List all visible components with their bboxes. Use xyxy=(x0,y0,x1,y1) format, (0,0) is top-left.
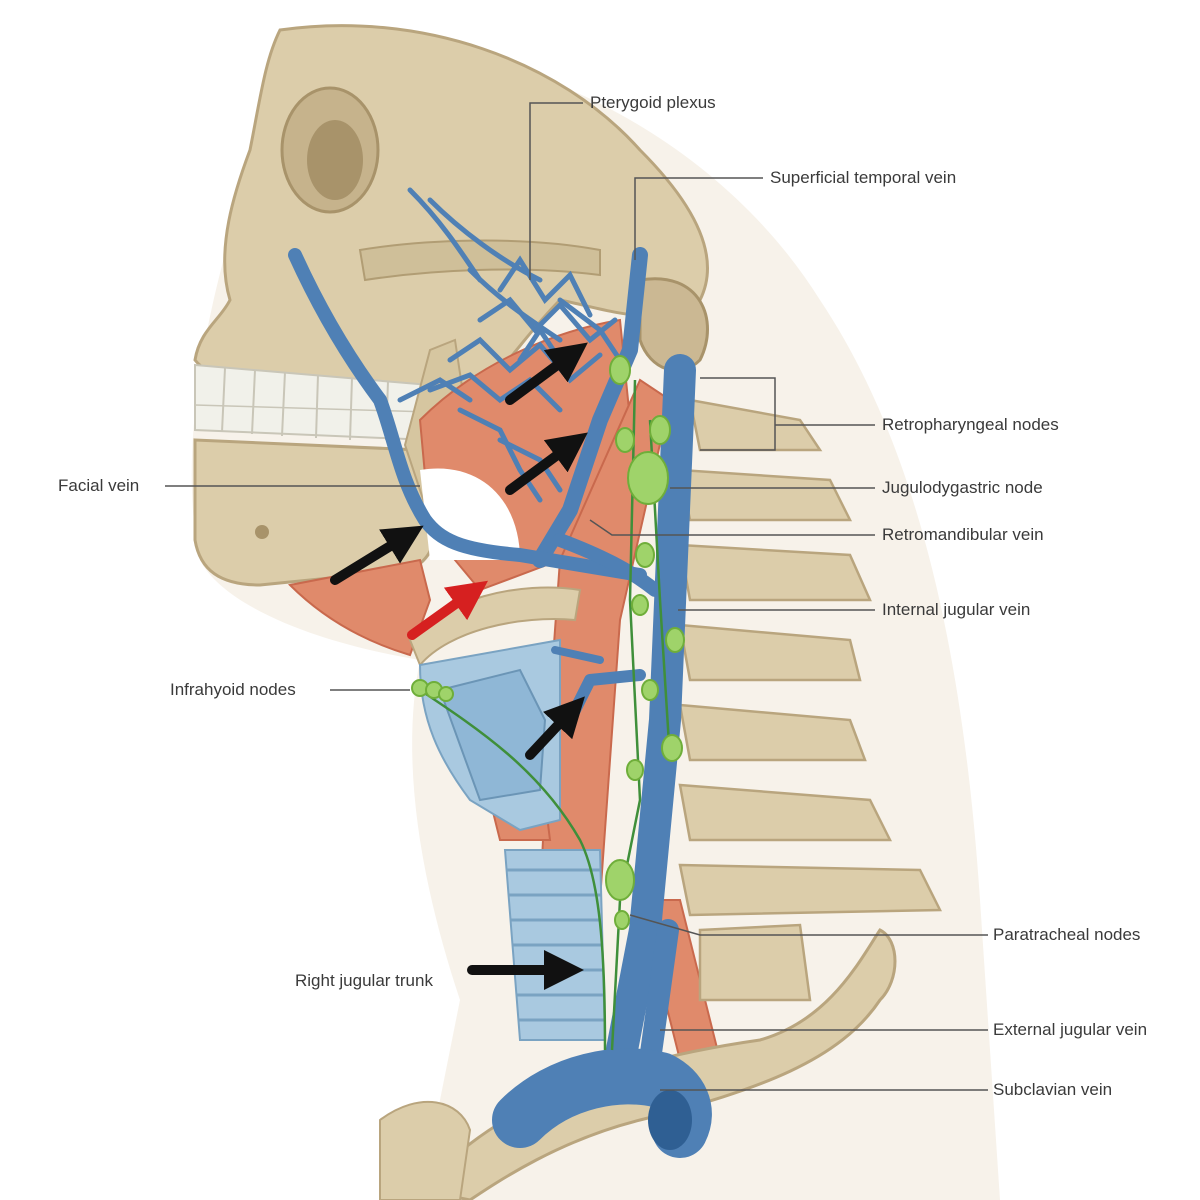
label-jugulodygastric-node: Jugulodygastric node xyxy=(882,478,1043,497)
leader-lines xyxy=(165,102,988,1091)
label-retromandibular-vein: Retromandibular vein xyxy=(882,525,1044,544)
arrow-retromandibular xyxy=(505,432,588,495)
label-pterygoid-plexus: Pterygoid plexus xyxy=(590,93,716,112)
arrow-pterygoid xyxy=(505,342,588,405)
pterygoid-plexus xyxy=(397,187,623,503)
mastoid-process xyxy=(638,277,709,372)
label-subclavian-vein: Subclavian vein xyxy=(993,1080,1113,1099)
trachea-rings xyxy=(503,849,607,1041)
label-retropharyngeal-nodes: Retropharyngeal nodes xyxy=(882,415,1059,434)
first-rib xyxy=(379,1100,472,1200)
arrow-red xyxy=(407,580,489,640)
zygomatic-arch xyxy=(358,239,601,282)
pointer-arrows xyxy=(330,342,588,990)
lymph-nodes xyxy=(411,355,685,930)
label-right-jugular-trunk: Right jugular trunk xyxy=(295,971,433,990)
label-superficial-temporal-vein: Superficial temporal vein xyxy=(770,168,957,187)
orbit-inner xyxy=(307,120,363,200)
cervical-spine xyxy=(678,398,943,1002)
label-infrahyoid-nodes: Infrahyoid nodes xyxy=(170,680,296,699)
label-external-jugular-vein: External jugular vein xyxy=(993,1020,1148,1039)
mental-foramen xyxy=(255,525,269,539)
arrow-facial xyxy=(330,525,424,585)
arrow-thyroid xyxy=(525,696,585,760)
label-facial-vein: Facial vein xyxy=(58,476,140,495)
label-internal-jugular-vein: Internal jugular vein xyxy=(882,600,1031,619)
label-paratracheal-nodes: Paratracheal nodes xyxy=(993,925,1141,944)
subclavian-vein-end xyxy=(648,1090,692,1150)
